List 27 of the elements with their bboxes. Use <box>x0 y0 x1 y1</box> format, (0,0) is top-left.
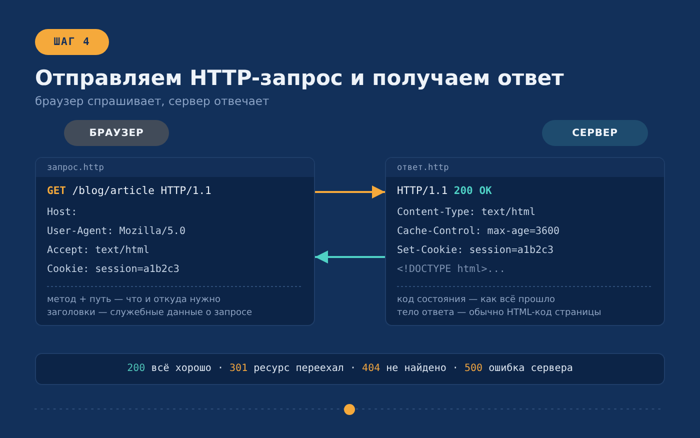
code-line: HTTP/1.1 200 OK <box>397 184 492 199</box>
role-tag: СЕРВЕР <box>542 120 648 146</box>
code-card <box>385 157 665 326</box>
title: Отправляем HTTP-запрос и получаем ответ <box>35 68 564 89</box>
note-text: тело ответа — обычно HTML-код страницы <box>397 307 602 320</box>
subtitle: браузер спрашивает, сервер отвечает <box>35 94 270 108</box>
note-text: заголовки — служебные данные о запросе <box>47 307 252 320</box>
file-name: запрос.http <box>47 162 104 172</box>
code-card <box>35 157 315 326</box>
note-text: метод + путь — что и откуда нужно <box>47 294 220 307</box>
note-text: код состояния — как всё прошло <box>397 294 555 307</box>
info-bar <box>35 353 665 385</box>
arrow <box>315 250 385 264</box>
file-name: ответ.http <box>397 162 449 172</box>
code-line: Host: <box>47 206 78 220</box>
code-line: Content-Type: text/html <box>397 206 536 220</box>
role-tag: БРАУЗЕР <box>64 120 169 146</box>
arrow <box>315 186 385 198</box>
code-line: <!DOCTYPE html>... <box>397 263 506 277</box>
code-line: User-Agent: Mozilla/5.0 <box>47 225 186 239</box>
code-line: GET /blog/article HTTP/1.1 <box>47 184 212 199</box>
code-line: Accept: text/html <box>47 244 150 258</box>
step-badge: ШАГ 4 <box>35 29 109 55</box>
code-line: Cache-Control: max-age=3600 <box>397 225 560 239</box>
code-line: Cookie: session=a1b2c3 <box>47 263 180 277</box>
code-line: Set-Cookie: session=a1b2c3 <box>397 244 554 258</box>
status-codes-text: 200 всё хорошо · 301 ресурс переехал · 404 не найдено · 500 ошибка сервера <box>127 362 573 376</box>
